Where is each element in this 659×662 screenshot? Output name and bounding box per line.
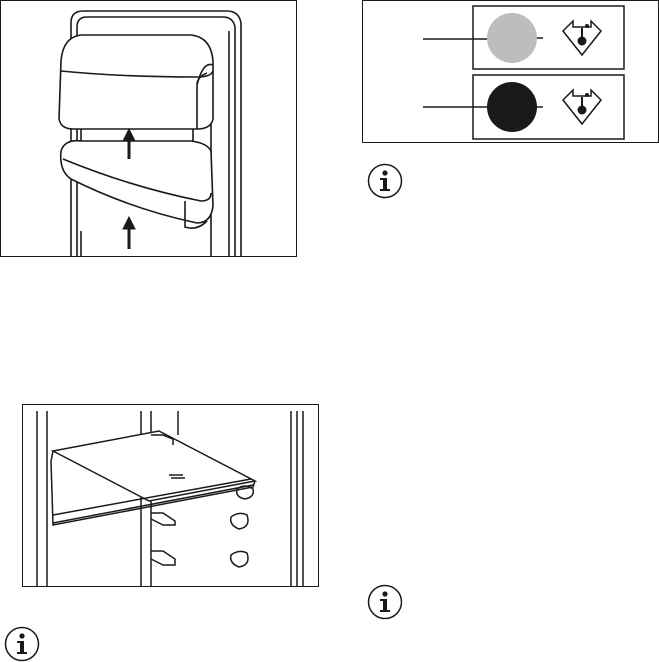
info-icon — [367, 584, 403, 620]
indicator-light-off — [487, 13, 537, 63]
glass-shelf-illustration — [22, 404, 319, 587]
indicator-panel-illustration — [362, 0, 659, 143]
shelf-drawing — [36, 411, 304, 586]
door-shelf-drawing — [58, 10, 242, 256]
indicator-drawing — [423, 5, 625, 140]
door-shelf-illustration — [0, 0, 297, 257]
temperature-warning-icon — [561, 19, 603, 126]
info-icon — [367, 163, 403, 199]
indicator-light-on — [487, 82, 537, 132]
info-icon — [4, 626, 40, 662]
